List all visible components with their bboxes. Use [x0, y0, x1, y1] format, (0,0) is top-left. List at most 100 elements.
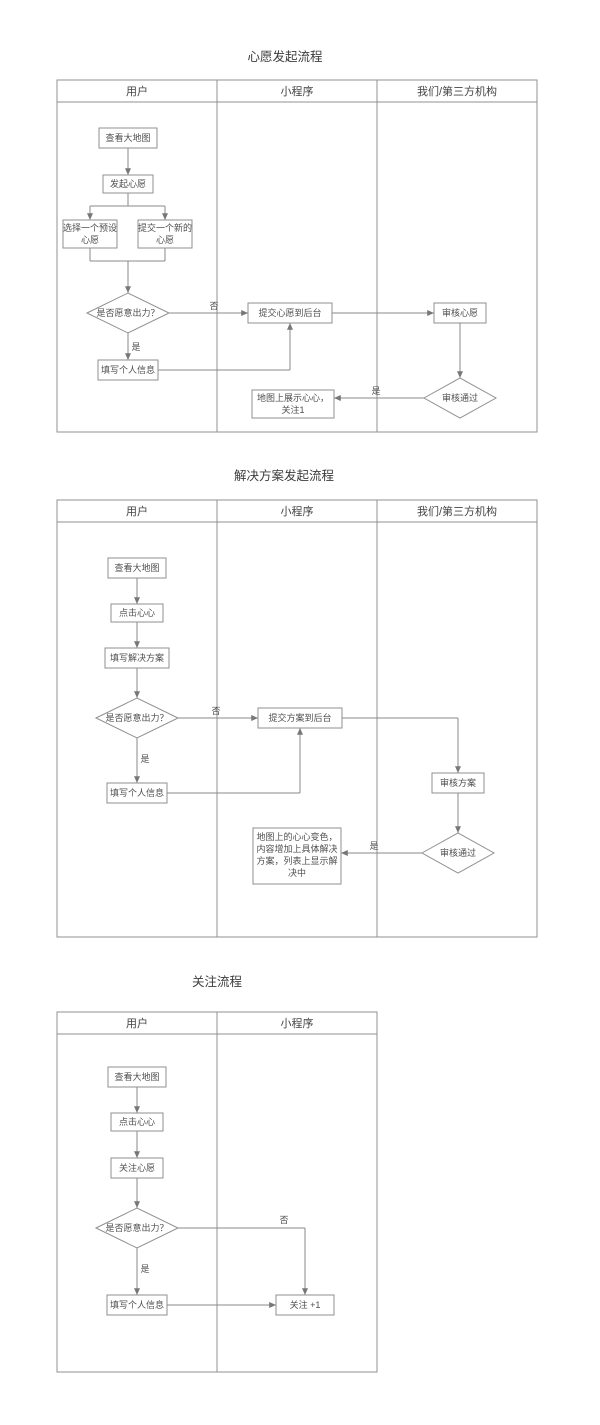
decision-diamond: [94, 697, 180, 739]
decision-diamond: [420, 832, 496, 874]
node-label: 查看大地图: [105, 132, 150, 143]
node-label: 填写个人信息: [110, 787, 164, 798]
edge-label-yes: 是: [131, 342, 140, 352]
node-box: [247, 302, 333, 324]
node-submit-new-wish: 提交一个新的心愿: [137, 219, 193, 249]
node-submit-wish-backend: 提交心愿到后台: [247, 302, 333, 324]
node-box: [251, 389, 335, 419]
decision-willing-to-help: 是否愿意出力？: [94, 1207, 180, 1249]
edge-label-approved: 是: [369, 841, 378, 851]
decision-diamond: [94, 1207, 180, 1249]
node-box: [106, 1294, 168, 1316]
node-box: [257, 707, 343, 729]
edge-label-approved: 是: [371, 386, 380, 396]
node-view-map: 查看大地图: [98, 127, 158, 149]
node-box: [137, 219, 193, 249]
node-box: [110, 1112, 164, 1132]
node-box: [107, 1066, 167, 1088]
node-box: [98, 127, 158, 149]
node-box: [275, 1294, 335, 1316]
node-view-map: 查看大地图: [107, 557, 167, 579]
node-label: 填写个人信息: [110, 1299, 164, 1310]
lane-label-user: 用户: [126, 84, 148, 98]
node-follow-wish: 关注心愿: [110, 1157, 164, 1179]
edge-label-no: 否: [211, 706, 220, 716]
edge-label-no: 否: [279, 1215, 288, 1225]
lane-label-user: 用户: [126, 504, 148, 518]
decision-diamond: [422, 377, 498, 419]
node-choose-preset-wish: 选择一个预设心愿: [62, 219, 118, 249]
lane-container: [56, 499, 538, 938]
node-map-update: 地图上的心心变色，内容增加上具体解决方案，列表上显示解决中: [252, 827, 342, 885]
node-box: [110, 603, 164, 623]
node-box: [433, 302, 487, 324]
chart-wish-initiation: 心愿发起流程 用户 小程序 我们/第三方机构: [56, 49, 538, 433]
node-label: 填写解决方案: [110, 652, 164, 663]
nodes: 查看大地图 点击心心 关注心愿 是否愿意出力？ 填写个人信息 关注 +1: [94, 1066, 335, 1316]
node-box: [106, 782, 168, 804]
node-submit-solution-backend: 提交方案到后台: [257, 707, 343, 729]
edge-labels: 否 是: [140, 1215, 288, 1274]
edge-label-yes: 是: [140, 754, 149, 764]
lane-label-miniprogram: 小程序: [281, 84, 314, 98]
edge-label-yes: 是: [140, 1264, 149, 1274]
edges: [134, 1087, 308, 1308]
node-click-heart: 点击心心: [110, 603, 164, 623]
decision-review-passed: 审核通过: [420, 832, 496, 874]
decision-willing-to-help: 是否愿意出力？: [94, 697, 180, 739]
node-label: 地图上的心心变色，内容增加上具体解决方案，列表上显示解决中: [256, 831, 337, 878]
node-label: 点击心心: [119, 607, 155, 618]
node-fill-personal-info: 填写个人信息: [106, 782, 168, 804]
node-label: 发起心愿: [110, 178, 146, 189]
lane-label-miniprogram: 小程序: [281, 1016, 314, 1030]
decision-willing-to-help: 是否愿意出力？: [85, 292, 171, 334]
node-label: 填写个人信息: [101, 364, 155, 375]
node-start-wish: 发起心愿: [102, 174, 154, 194]
node-label: 点击心心: [119, 1116, 155, 1127]
chart-title: 解决方案发起流程: [234, 468, 335, 483]
swimlane-frame: 用户 小程序 我们/第三方机构: [56, 499, 538, 938]
node-review-wish: 审核心愿: [433, 302, 487, 324]
node-label: 审核通过: [442, 392, 478, 403]
node-fill-personal-info: 填写个人信息: [106, 1294, 168, 1316]
node-review-solution: 审核方案: [431, 772, 485, 794]
swimlane-frame: 用户 小程序 我们/第三方机构: [56, 79, 538, 433]
node-label: 是否愿意出力？: [96, 307, 159, 318]
node-box: [252, 827, 342, 885]
node-box: [102, 174, 154, 194]
node-label: 查看大地图: [114, 1071, 159, 1082]
node-label: 是否愿意出力？: [105, 712, 168, 723]
node-box: [431, 772, 485, 794]
lane-label-user: 用户: [126, 1016, 148, 1030]
lane-label-miniprogram: 小程序: [281, 504, 314, 518]
edge-labels: 否 是 是: [131, 301, 380, 396]
node-show-on-map: 地图上展示心心，关注1: [251, 389, 335, 419]
node-fill-personal-info: 填写个人信息: [97, 359, 159, 381]
node-box: [107, 557, 167, 579]
edges: [134, 578, 461, 856]
node-click-heart: 点击心心: [110, 1112, 164, 1132]
nodes: 查看大地图 发起心愿 选择一个预设心愿 提交一个新的心愿 是否愿意出力？ 填写个…: [62, 127, 498, 419]
edge-label-no: 否: [209, 301, 218, 311]
node-label: 提交一个新的心愿: [138, 222, 192, 245]
node-label: 地图上展示心心，关注1: [257, 392, 329, 415]
chart-title: 心愿发起流程: [247, 49, 323, 64]
decision-review-passed: 审核通过: [422, 377, 498, 419]
swimlane-frame: 用户 小程序: [56, 1011, 378, 1373]
node-label: 审核方案: [440, 777, 476, 788]
node-label: 是否愿意出力？: [105, 1222, 168, 1233]
node-fill-solution: 填写解决方案: [104, 647, 170, 669]
node-box: [97, 359, 159, 381]
node-label: 关注 +1: [290, 1299, 321, 1310]
node-label: 提交方案到后台: [268, 712, 331, 723]
edge-labels: 否 是 是: [140, 706, 378, 851]
node-box: [110, 1157, 164, 1179]
lane-container: [56, 79, 538, 433]
lane-label-thirdparty: 我们/第三方机构: [417, 504, 497, 518]
nodes: 查看大地图 点击心心 填写解决方案 是否愿意出力？ 填写个人信息 提交方案到后台: [94, 557, 496, 885]
lane-label-thirdparty: 我们/第三方机构: [417, 84, 497, 98]
node-label: 查看大地图: [114, 562, 159, 573]
node-box: [104, 647, 170, 669]
